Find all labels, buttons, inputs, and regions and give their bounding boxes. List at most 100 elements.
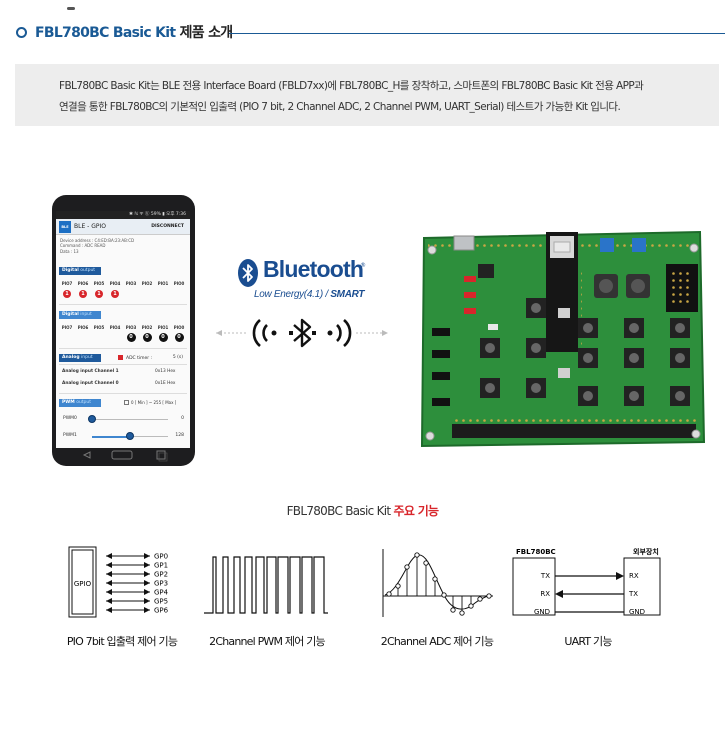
signal-waves-left-icon: [252, 319, 277, 347]
pio-label: PIO2: [141, 281, 153, 286]
signal-waves-right-icon: [327, 319, 352, 347]
pio2-input-indicator: 0: [142, 333, 152, 342]
adc-sampling-diagram: [382, 549, 493, 617]
pin-arrow: GP5: [106, 598, 168, 606]
ble-logo-icon: BLE: [59, 221, 71, 233]
gpio-pin-label: GP6: [154, 607, 169, 615]
pio-label: PIO7: [61, 325, 73, 330]
pio-label: PIO0: [173, 325, 185, 330]
pio6-output-toggle[interactable]: 1: [79, 290, 87, 298]
divider: [59, 304, 187, 305]
description-line-1: FBL780BC Basic Kit는 BLE 전용 Interface Boa…: [59, 80, 644, 92]
pio4-output-toggle[interactable]: 1: [111, 290, 119, 298]
uart-right-pin: GND: [629, 608, 645, 616]
dashed-link-line: [216, 330, 388, 336]
gpio-pin-label: GP0: [154, 553, 168, 561]
device-command: Command : ADC READ: [60, 243, 106, 249]
pio-label: PIO2: [141, 325, 153, 330]
pin-arrow: GP4: [106, 589, 169, 597]
divider: [59, 364, 187, 365]
wireless-link-graphic: [216, 318, 388, 348]
device-address: Device address : C4:ED:BA:23:AB:CD: [60, 238, 135, 243]
pin-arrow: GP1: [106, 562, 168, 570]
pio0-input-indicator: 0: [174, 333, 184, 342]
title-product-name: FBL780BC Basic Kit: [35, 25, 176, 41]
bluetooth-symbol-icon: [289, 318, 316, 348]
pio-label: PIO1: [157, 325, 169, 330]
pwm-caption: 2Channel PWM 제어 기능: [209, 635, 326, 648]
bluetooth-wordmark: Bluetooth: [263, 256, 364, 282]
pio-label: PIO6: [77, 325, 89, 330]
pwm1-slider-handle[interactable]: [126, 432, 134, 440]
pio5-output-toggle[interactable]: 1: [95, 290, 103, 298]
slider-fill: [92, 435, 130, 438]
input-pio-labels: PIO7 PIO6 PIO5 PIO4 PIO3 PIO2 PIO1 PIO0: [59, 325, 187, 330]
adc-timer-value[interactable]: 5 (s): [172, 355, 183, 360]
description-line-2: 연결을 통한 FBL780BC의 기본적인 입출력 (PIO 7 bit, 2 …: [59, 101, 621, 113]
pin-arrow: GP6: [106, 607, 169, 615]
checkbox-icon: [124, 400, 129, 405]
gpio-pin-label: GP3: [154, 580, 168, 588]
header-pin-strip-bottom: [452, 416, 696, 438]
fbl780bc-board-image: [420, 230, 706, 448]
divider: [59, 348, 187, 349]
gpio-pin-arrows: GP0 GP1 GP2 GP3 GP4 GP5 GP6: [106, 553, 169, 615]
pio-label: PIO0: [173, 281, 185, 286]
status-bar: ✱ ℕ ᯤ ⓑ 59% ▮ 오후 7:36: [56, 211, 190, 219]
bluetooth-logo-icon: [238, 259, 258, 287]
app-title: BLE - GPIO: [74, 223, 106, 230]
pin-arrow: GP2: [106, 571, 168, 579]
pwm-waveform-diagram: [204, 556, 328, 614]
pin-arrow: GP0: [106, 553, 168, 561]
slider-track: [92, 419, 168, 420]
ble-module: [542, 232, 582, 352]
recent-apps-icon: [156, 450, 168, 462]
app-bar: BLE BLE - GPIO DISCONNECT: [56, 219, 190, 235]
uart-right-title: 외부장치: [633, 547, 659, 556]
uart-diagram: FBL780BC 외부장치 TX RX GND RX TX GND: [512, 547, 661, 616]
title-suffix: 제품 소개: [179, 25, 234, 41]
analog-input-header: Analog input: [59, 354, 101, 362]
pio-label: PIO4: [109, 281, 121, 286]
pwm0-slider-handle[interactable]: [88, 415, 96, 423]
adc-timer-checkbox[interactable]: ADC timer :: [118, 355, 152, 361]
uart-left-title: FBL780BC: [516, 548, 556, 556]
uart-rx-arrow: [555, 590, 624, 598]
uart-right-pin: TX: [628, 590, 638, 598]
gpio-pin-label: GP4: [154, 589, 169, 597]
uart-left-pin: RX: [540, 590, 550, 598]
pio3-input-indicator: 0: [126, 333, 136, 342]
pwm1-slider-row: PWM1 128: [63, 432, 184, 440]
description-box: FBL780BC Basic Kit는 BLE 전용 Interface Boa…: [15, 64, 719, 126]
uart-right-pin: RX: [629, 572, 639, 580]
uart-tx-arrow: [555, 572, 624, 580]
phone-screen: ✱ ℕ ᯤ ⓑ 59% ▮ 오후 7:36 BLE BLE - GPIO DIS…: [56, 211, 190, 448]
section-title: FBL780BC Basic Kit 제품 소개: [35, 22, 234, 42]
divider: [59, 393, 187, 394]
home-icon: [111, 450, 133, 460]
gpio-caption: PIO 7bit 입출력 제어 기능: [66, 635, 178, 648]
pio-label: PIO6: [77, 281, 89, 286]
checkbox-icon: [118, 355, 123, 360]
gpio-diagram: GPIO GP0 GP1 GP2 GP3 GP4 GP5 GP6: [68, 546, 169, 618]
tactile-switches: [480, 298, 690, 406]
box-header-connector: [666, 264, 698, 312]
pio-label: PIO4: [109, 325, 121, 330]
pio7-output-toggle[interactable]: 1: [63, 290, 71, 298]
pwm0-slider-row: PWM0 0: [63, 415, 184, 423]
led-indicators: [464, 264, 498, 330]
pio-label: PIO3: [125, 281, 137, 286]
inductor-components: [594, 274, 650, 298]
pio-label: PIO7: [61, 281, 73, 286]
slide-switches: [432, 308, 570, 406]
disconnect-button[interactable]: DISCONNECT: [151, 224, 184, 229]
device-data: Data : 13: [60, 248, 79, 254]
output-pio-states: 1 1 1 1: [59, 290, 187, 298]
pio-label: PIO5: [93, 281, 105, 286]
potentiometers: [600, 238, 646, 252]
gpio-pin-label: GP2: [154, 571, 168, 579]
section-title-row: FBL780BC Basic Kit 제품 소개: [16, 22, 725, 44]
uart-caption: UART 기능: [564, 635, 612, 648]
bluetooth-subtitle: Low Energy(4.1) / SMART: [254, 289, 365, 300]
registered-mark: ®: [360, 262, 366, 269]
